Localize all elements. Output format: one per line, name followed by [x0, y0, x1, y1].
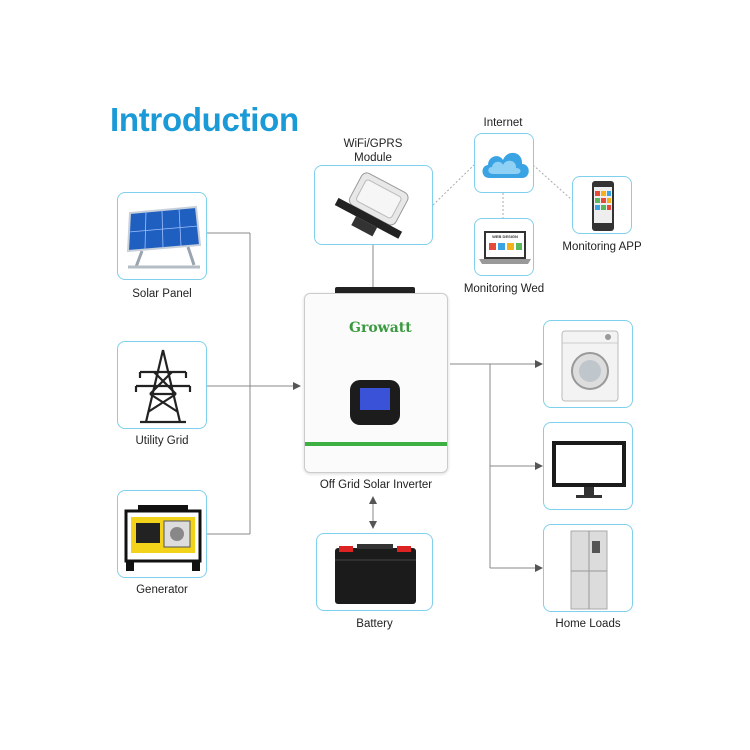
solar-panel-icon [126, 205, 202, 269]
page-title: Introduction [110, 101, 299, 138]
lcd-screen [360, 388, 390, 410]
web-screen-text: WEB DESIGN [492, 234, 518, 239]
solar-panel-label: Solar Panel [132, 288, 192, 300]
solar-panel-box [117, 192, 207, 280]
generator-icon [124, 505, 202, 571]
wifi-module-box [314, 165, 433, 245]
internet-box [474, 133, 534, 193]
generator-box [117, 490, 207, 578]
utility-grid-label: Utility Grid [135, 435, 189, 447]
monitor-box [543, 422, 633, 510]
battery-icon [335, 544, 416, 604]
fridge-box [543, 524, 633, 612]
inverter-label: Off Grid Solar Inverter [319, 479, 433, 491]
wifi-module-label-line2: Module [354, 152, 392, 164]
monitoring-app-label: Monitoring APP [562, 241, 642, 253]
laptop-icon [479, 231, 531, 264]
wifi-dongle-icon [334, 172, 409, 239]
wifi-module-label-line1: WiFi/GPRS [343, 138, 403, 150]
monitoring-app-box [572, 176, 632, 234]
wifi-module-label: WiFi/GPRS Module [318, 137, 428, 165]
battery-label: Battery [356, 618, 393, 630]
battery-box [316, 533, 433, 611]
inverter-box: Growatt [304, 293, 448, 473]
inverter-bracket [335, 287, 415, 295]
brand-text: Growatt [349, 320, 412, 336]
monitoring-web-box: WEB DESIGN [474, 218, 534, 276]
smartphone-icon [592, 181, 614, 231]
power-tower-icon [134, 349, 192, 424]
washer-box [543, 320, 633, 408]
monitoring-web-label: Monitoring Wed [463, 283, 545, 295]
refrigerator-icon [570, 530, 608, 610]
cloud-icon [482, 152, 529, 178]
monitor-icon [552, 441, 626, 498]
line-internet-app [532, 164, 573, 201]
utility-grid-box [117, 341, 207, 429]
generator-label: Generator [136, 584, 188, 596]
home-loads-label: Home Loads [555, 618, 621, 630]
line-wifi-internet [432, 164, 475, 206]
internet-label: Internet [483, 117, 523, 129]
inverter-brand: Growatt [349, 320, 412, 336]
washing-machine-icon [561, 330, 619, 402]
inverter-stripe [305, 442, 447, 446]
